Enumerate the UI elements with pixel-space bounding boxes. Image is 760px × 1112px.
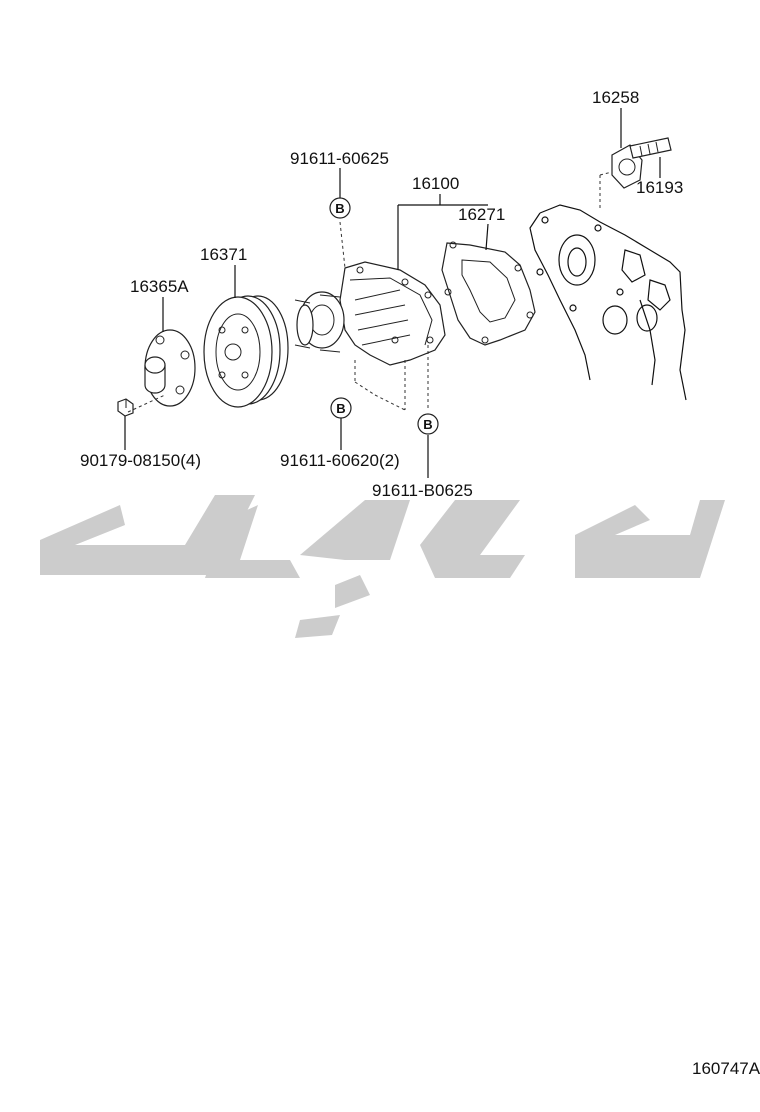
gasket-16271-drawing — [441, 241, 536, 346]
leader-lines — [124, 108, 661, 478]
callout-b-bottom-left: B — [330, 397, 352, 419]
label-91611-60620: 91611-60620(2) — [280, 451, 400, 470]
label-16365A: 16365A — [130, 277, 189, 296]
label-16271: 16271 — [458, 205, 505, 224]
pulley-16371-drawing — [203, 295, 289, 408]
figure-code: 160747A — [692, 1059, 760, 1078]
callout-b-bottom-left-text: B — [336, 401, 345, 416]
label-90179-08150: 90179-08150(4) — [80, 451, 201, 470]
callout-b-bottom-right: B — [417, 413, 439, 435]
dashed-reference-lines — [127, 171, 613, 413]
callout-b-top: B — [329, 197, 351, 219]
label-16193: 16193 — [636, 178, 683, 197]
label-16100: 16100 — [412, 174, 459, 193]
watermark-logo — [40, 495, 725, 638]
stud-16193-drawing — [629, 137, 672, 159]
label-91611-60625: 91611-60625 — [290, 149, 389, 168]
label-91611-B0625: 91611-B0625 — [372, 481, 473, 500]
hub-16365A-drawing — [144, 329, 196, 407]
label-16371: 16371 — [200, 245, 247, 264]
callout-b-top-text: B — [335, 201, 344, 216]
engine-block-drawing — [529, 204, 687, 401]
callout-b-bottom-right-text: B — [423, 417, 432, 432]
water-pump-16100-drawing — [294, 261, 446, 366]
nut-90179-drawing — [117, 398, 134, 417]
label-16258: 16258 — [592, 88, 639, 107]
